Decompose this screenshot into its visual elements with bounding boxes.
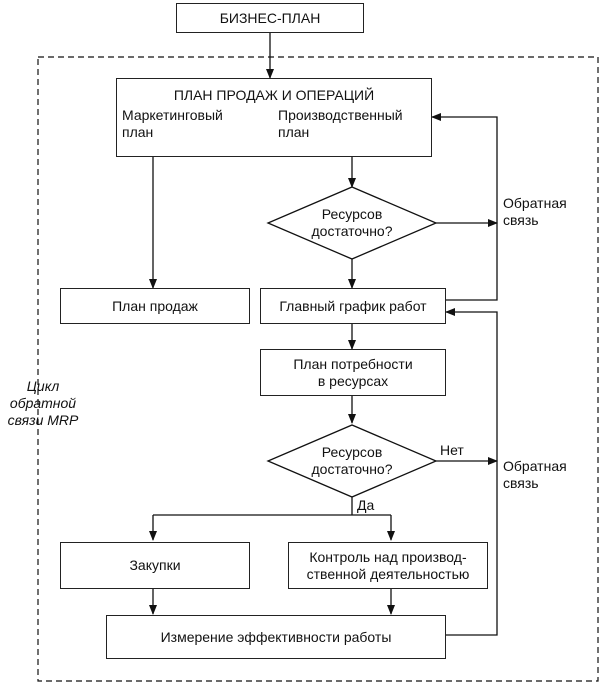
sop-box: ПЛАН ПРОДАЖ И ОПЕРАЦИЙ Маркетинговый пла… bbox=[116, 78, 432, 157]
sales-plan-box: План продаж bbox=[60, 288, 250, 324]
decision1-diamond bbox=[266, 186, 438, 260]
purchases-label: Закупки bbox=[129, 557, 181, 573]
master-schedule-label: Главный график работ bbox=[279, 297, 427, 314]
decision1-text: Ресурсов достаточно? bbox=[311, 206, 393, 239]
mrp-cycle-label: Цикл обратной связи MRP bbox=[7, 378, 79, 428]
performance-box: Измерение эффективности работы bbox=[106, 615, 446, 659]
resource-plan-label: План потребности в ресурсах bbox=[293, 355, 413, 389]
production-control-box: Контроль над производ- ственной деятельн… bbox=[288, 542, 488, 589]
sales-plan-label: План продаж bbox=[112, 297, 198, 314]
decision2-diamond bbox=[266, 424, 438, 498]
sop-title: ПЛАН ПРОДАЖ И ОПЕРАЦИЙ bbox=[173, 87, 375, 103]
feedback2-label: Обратная связь bbox=[503, 458, 567, 491]
mrp-cycle-frame bbox=[37, 56, 599, 682]
business-plan-box: БИЗНЕС-ПЛАН bbox=[176, 3, 364, 33]
business-plan-label: БИЗНЕС-ПЛАН bbox=[219, 9, 321, 26]
purchases-box: Закупки bbox=[60, 542, 250, 589]
resource-plan-box: План потребности в ресурсах bbox=[260, 349, 446, 396]
production-plan-label: Производственный план bbox=[278, 107, 403, 140]
feedback1-label: Обратная связь bbox=[503, 195, 567, 228]
no-label: Нет bbox=[440, 442, 464, 458]
production-control-label: Контроль над производ- ственной деятельн… bbox=[306, 548, 470, 582]
master-schedule-box: Главный график работ bbox=[260, 288, 446, 324]
feedback-loop-2 bbox=[445, 308, 498, 636]
marketing-plan-label: Маркетинговый план bbox=[122, 107, 223, 140]
feedback-loop-1 bbox=[431, 113, 498, 301]
yes-label: Да bbox=[357, 497, 375, 513]
decision2-text: Ресурсов достаточно? bbox=[311, 444, 393, 477]
performance-label: Измерение эффективности работы bbox=[160, 628, 392, 645]
